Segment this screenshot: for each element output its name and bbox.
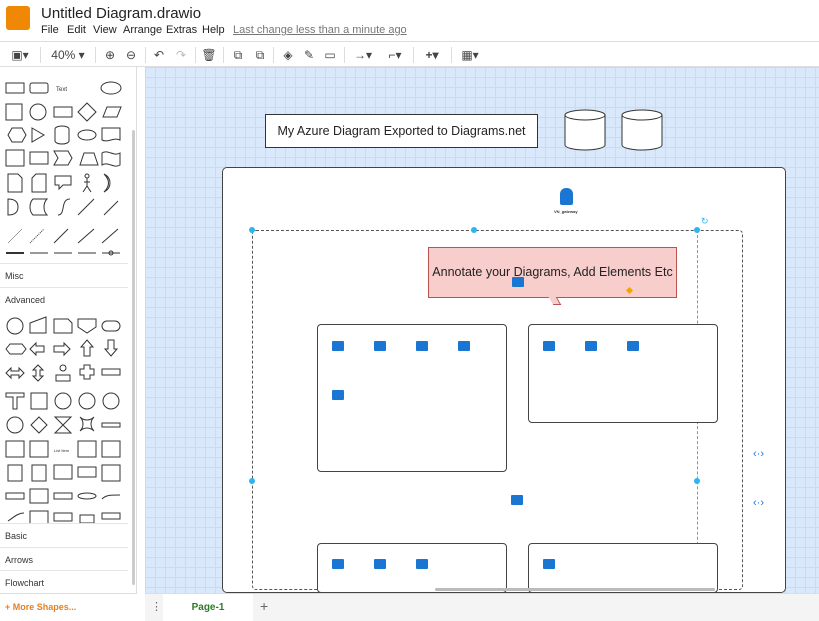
add-page-icon[interactable]: +: [260, 598, 269, 614]
vm-icon[interactable]: [416, 341, 428, 351]
network-icon[interactable]: [512, 277, 524, 287]
sidebar-scrollbar[interactable]: [132, 130, 135, 585]
subnet-box-2[interactable]: [528, 324, 718, 423]
tab-page-1[interactable]: Page-1: [163, 594, 253, 621]
vm-icon[interactable]: [374, 559, 386, 569]
sidebar-section-misc[interactable]: Misc: [0, 263, 128, 287]
vm-icon[interactable]: [332, 341, 344, 351]
sidebar-section-basic[interactable]: Basic: [0, 523, 128, 547]
subnet-box-3[interactable]: [317, 543, 507, 593]
diagram-title-box[interactable]: My Azure Diagram Exported to Diagrams.ne…: [265, 114, 538, 148]
vm-icon[interactable]: [543, 559, 555, 569]
sidebar-section-flowchart[interactable]: Flowchart: [0, 570, 128, 593]
document-title[interactable]: Untitled Diagram.drawio: [41, 5, 202, 22]
to-back-icon[interactable]: ⧉: [255, 48, 265, 62]
annotation-callout[interactable]: Annotate your Diagrams, Add Elements Etc: [428, 247, 677, 298]
zoom-in-icon[interactable]: ⊕: [104, 48, 116, 62]
vm-icon[interactable]: [543, 341, 555, 351]
vpn-gateway-icon[interactable]: [560, 188, 573, 205]
subnet-box-1[interactable]: [317, 324, 507, 472]
pages-menu-icon[interactable]: ⋮: [151, 601, 162, 613]
zoom-out-icon[interactable]: ⊖: [125, 48, 137, 62]
undo-icon[interactable]: ↶: [153, 48, 165, 62]
shadow-icon[interactable]: ▭: [324, 48, 336, 62]
menu-arrange[interactable]: Arrange: [123, 24, 163, 36]
general-shapes-palette[interactable]: Text: [0, 75, 128, 265]
drawio-logo: [6, 6, 30, 30]
shapes-sidebar: Text Misc Advanced List Item Basic Arrow…: [0, 67, 137, 593]
vm-icon[interactable]: [458, 341, 470, 351]
table-icon[interactable]: ▦▾: [461, 48, 479, 62]
connection-icon[interactable]: →▾: [353, 48, 373, 62]
canvas-scrollbar[interactable]: [435, 588, 715, 591]
sidebar-section-arrows[interactable]: Arrows: [0, 547, 128, 571]
menu-help[interactable]: Help: [202, 24, 225, 36]
fill-color-icon[interactable]: ◈: [283, 48, 293, 62]
sidebar-section-advanced[interactable]: Advanced: [0, 287, 128, 311]
zoom-level: 40%: [51, 48, 76, 62]
insert-icon[interactable]: +▾: [425, 48, 439, 62]
last-change-link[interactable]: Last change less than a minute ago: [233, 24, 407, 36]
rotate-handle-icon[interactable]: ↻: [701, 216, 709, 226]
toolbar: ▣▾ 40% ▾ ⊕ ⊖ ↶ ↷ 🗑 ⧉ ⧉ ◈ ✎ ▭ →▾ ⌐▾ +▾ ▦▾: [0, 41, 819, 67]
to-front-icon[interactable]: ⧉: [233, 48, 243, 62]
page-tabs-bar: ⋮ Page-1 +: [145, 593, 819, 621]
subnet-box-4[interactable]: [528, 543, 718, 593]
list-item-shape: List Item: [54, 448, 70, 453]
more-shapes-button[interactable]: + More Shapes...: [5, 602, 77, 612]
vm-icon[interactable]: [585, 341, 597, 351]
menu-view[interactable]: View: [93, 24, 117, 36]
vm-icon[interactable]: [332, 390, 344, 400]
line-color-icon[interactable]: ✎: [303, 48, 315, 62]
vpn-gateway-label: VN_gateway: [554, 209, 578, 214]
format-panel-icon[interactable]: ▣▾: [11, 48, 29, 62]
vm-icon[interactable]: [332, 559, 344, 569]
redo-icon[interactable]: ↷: [175, 48, 187, 62]
vm-icon[interactable]: [374, 341, 386, 351]
menu-edit[interactable]: Edit: [67, 24, 86, 36]
delete-icon[interactable]: 🗑: [201, 48, 217, 62]
vm-icon[interactable]: [416, 559, 428, 569]
connection-icon[interactable]: ‹·›: [753, 497, 764, 509]
zoom-select[interactable]: 40% ▾: [51, 48, 85, 62]
vm-icon[interactable]: [627, 341, 639, 351]
menu-file[interactable]: File: [41, 24, 59, 36]
waypoints-icon[interactable]: ⌐▾: [388, 48, 402, 62]
advanced-shapes-palette[interactable]: List Item: [0, 313, 128, 523]
diagram-canvas[interactable]: My Azure Diagram Exported to Diagrams.ne…: [145, 67, 819, 593]
menu-extras[interactable]: Extras: [166, 24, 198, 36]
load-balancer-icon[interactable]: [511, 495, 523, 505]
database-cylinders[interactable]: [563, 109, 665, 153]
text-shape: Text: [56, 87, 67, 93]
connection-icon[interactable]: ‹·›: [753, 448, 764, 460]
